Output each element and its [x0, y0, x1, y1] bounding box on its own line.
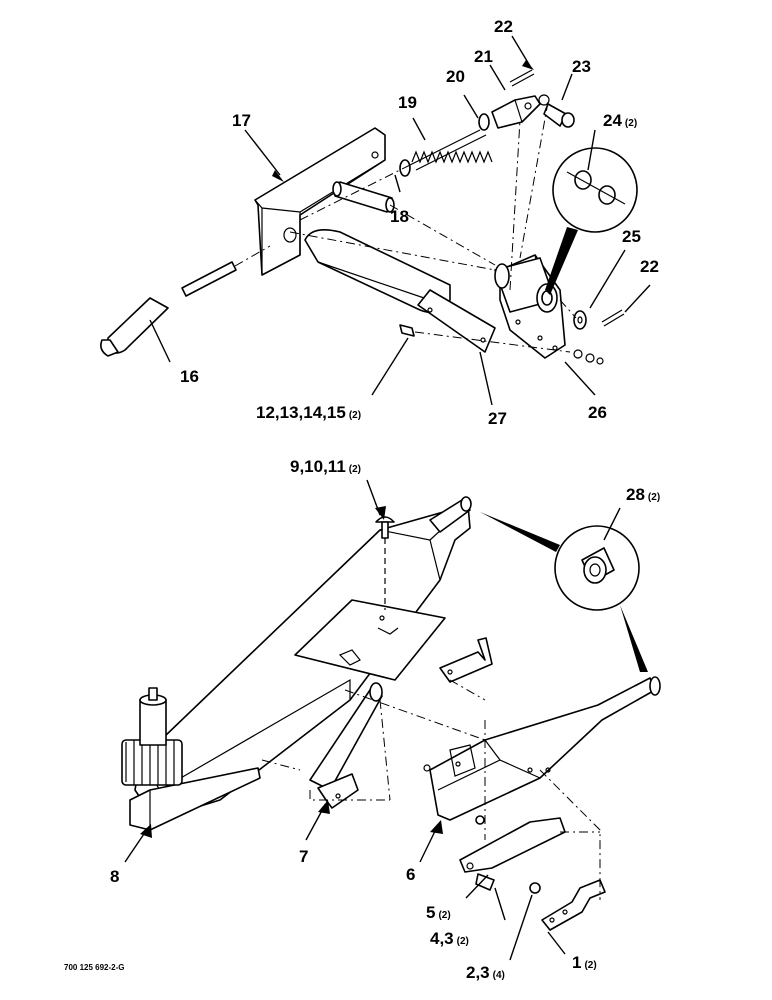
callout-12-15: 12,13,14,15(2) [256, 403, 361, 422]
clip-bracket [439, 637, 493, 683]
callout-5: 5(2) [426, 903, 451, 922]
callout-24: 24(2) [603, 111, 637, 130]
bolt-9 [375, 516, 395, 610]
washer-20 [478, 113, 490, 131]
callout-9-11: 9,10,11(2) [290, 457, 361, 476]
document-code: 700 125 692-2-G [64, 963, 125, 972]
callout-27: 27 [488, 409, 507, 428]
upper-assembly [100, 35, 651, 406]
callout-19: 19 [398, 93, 417, 112]
cotter-pin-22-right [601, 309, 625, 327]
bushing-inset-24 [545, 147, 638, 295]
pin-18 [332, 181, 395, 213]
callout-4-3: 4,3(2) [430, 929, 469, 948]
callout-7: 7 [299, 847, 308, 866]
callout-2-3: 2,3(4) [466, 963, 505, 982]
callout-labels: 22 21 23 20 19 17 24(2) 18 25 22 16 12,1… [64, 17, 660, 982]
gear-8 [121, 687, 183, 786]
bushing-inset-28 [480, 512, 648, 672]
callout-20: 20 [446, 67, 465, 86]
arm-6 [423, 676, 661, 821]
callout-25: 25 [622, 227, 641, 246]
nut-2 [529, 882, 541, 894]
callout-21: 21 [474, 47, 493, 66]
clevis-pin-23 [538, 94, 575, 128]
callout-28: 28(2) [626, 485, 660, 504]
bracket-17 [254, 127, 386, 276]
nut-washer-26 [573, 349, 604, 365]
strap-5 [459, 815, 566, 873]
cotter-pin-22-top [509, 69, 535, 87]
callout-16: 16 [180, 367, 199, 386]
callout-1: 1(2) [572, 953, 597, 972]
spring-19 [399, 129, 493, 177]
callout-26: 26 [588, 403, 607, 422]
link-7 [309, 682, 391, 809]
handle-rod-16 [100, 261, 237, 357]
callout-8: 8 [110, 867, 119, 886]
callout-18: 18 [390, 207, 409, 226]
callout-6: 6 [406, 865, 415, 884]
clevis-21 [491, 95, 541, 129]
callout-17: 17 [232, 111, 251, 130]
callout-22-top: 22 [494, 17, 513, 36]
wear-plate-27 [417, 289, 496, 353]
bolt-4 [475, 873, 495, 891]
floor-plate [294, 599, 446, 681]
main-arm-8 [129, 496, 472, 831]
clip-1 [541, 879, 606, 931]
guide-plate [304, 229, 451, 314]
bolt-12 [399, 324, 415, 337]
callout-23: 23 [572, 57, 591, 76]
callout-22-right: 22 [640, 257, 659, 276]
lower-assembly [121, 479, 661, 961]
washer-25 [573, 310, 587, 330]
